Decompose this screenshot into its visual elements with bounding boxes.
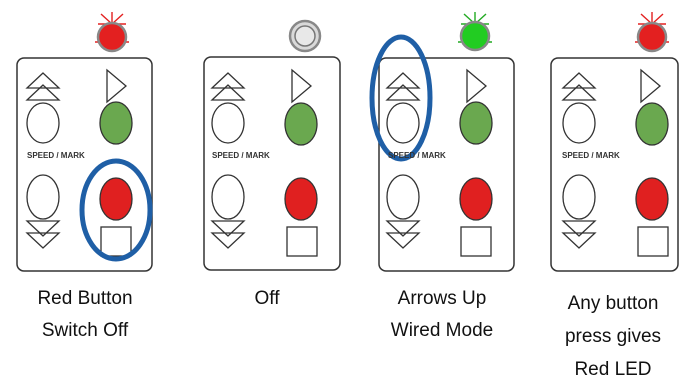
speed-down-button bbox=[386, 174, 420, 220]
up-arrow-icon bbox=[561, 72, 597, 101]
speed-up-button bbox=[26, 102, 60, 144]
panel-any-button-red-led: SPEED / MARK bbox=[548, 0, 682, 285]
highlight-ring bbox=[369, 34, 433, 162]
panel-off: SPEED / MARK bbox=[202, 0, 362, 285]
caption-line: Red Button bbox=[37, 288, 133, 309]
remote-diagram bbox=[369, 12, 515, 272]
stop-button bbox=[637, 226, 669, 257]
red-button bbox=[459, 177, 493, 221]
speed-up-button bbox=[562, 102, 596, 144]
remote-body bbox=[378, 57, 515, 272]
caption-off: Off bbox=[217, 283, 317, 315]
panel-arrows-up-wired-mode: SPEED / MARK bbox=[369, 0, 540, 285]
caption-line: Any button bbox=[567, 293, 659, 314]
remote-diagram bbox=[203, 19, 341, 271]
up-arrow-icon bbox=[25, 72, 61, 101]
down-arrow-icon bbox=[561, 220, 597, 249]
status-led bbox=[459, 20, 491, 52]
green-button bbox=[459, 101, 493, 145]
speed-mark-label: SPEED / MARK bbox=[388, 151, 446, 160]
status-led bbox=[636, 21, 668, 53]
play-icon bbox=[291, 68, 313, 104]
caption-any-button-red-led: Any button press gives Red LED bbox=[544, 287, 682, 386]
stop-button bbox=[286, 226, 318, 257]
green-button bbox=[284, 102, 318, 146]
up-arrow-icon bbox=[210, 72, 246, 101]
red-button bbox=[635, 177, 669, 221]
speed-down-button bbox=[26, 174, 60, 220]
play-icon bbox=[466, 68, 488, 104]
green-button bbox=[99, 101, 133, 145]
down-arrow-icon bbox=[25, 220, 61, 249]
caption-line: Off bbox=[254, 288, 280, 309]
speed-down-button bbox=[211, 174, 245, 220]
down-arrow-icon bbox=[385, 220, 421, 249]
green-button bbox=[635, 102, 669, 146]
speed-mark-label: SPEED / MARK bbox=[27, 151, 85, 160]
remote-diagram bbox=[16, 12, 153, 272]
speed-up-button bbox=[211, 102, 245, 144]
speed-up-button bbox=[386, 102, 420, 144]
status-led bbox=[96, 21, 128, 53]
caption-line: Arrows Up bbox=[397, 288, 487, 309]
caption-line: Red LED bbox=[574, 359, 652, 380]
highlight-ring bbox=[79, 158, 153, 262]
red-button bbox=[284, 177, 318, 221]
caption-arrows-up-wired-mode: Arrows Up Wired Mode bbox=[367, 283, 517, 347]
caption-red-button-switch-off: Red Button Switch Off bbox=[10, 283, 160, 347]
remote-diagram bbox=[550, 12, 679, 272]
panel-red-button-switch-off: SPEED / MARK bbox=[15, 0, 175, 285]
caption-line: Switch Off bbox=[41, 320, 129, 341]
led-inner bbox=[294, 25, 316, 47]
stop-button bbox=[100, 226, 132, 257]
stop-button bbox=[460, 226, 492, 257]
speed-mark-label: SPEED / MARK bbox=[212, 151, 270, 160]
down-arrow-icon bbox=[210, 220, 246, 249]
red-button bbox=[99, 177, 133, 221]
caption-line: press gives bbox=[564, 326, 662, 347]
speed-down-button bbox=[562, 174, 596, 220]
speed-mark-label: SPEED / MARK bbox=[562, 151, 620, 160]
play-icon bbox=[106, 68, 128, 104]
up-arrow-icon bbox=[385, 72, 421, 101]
play-icon bbox=[640, 68, 662, 104]
caption-line: Wired Mode bbox=[390, 320, 494, 341]
